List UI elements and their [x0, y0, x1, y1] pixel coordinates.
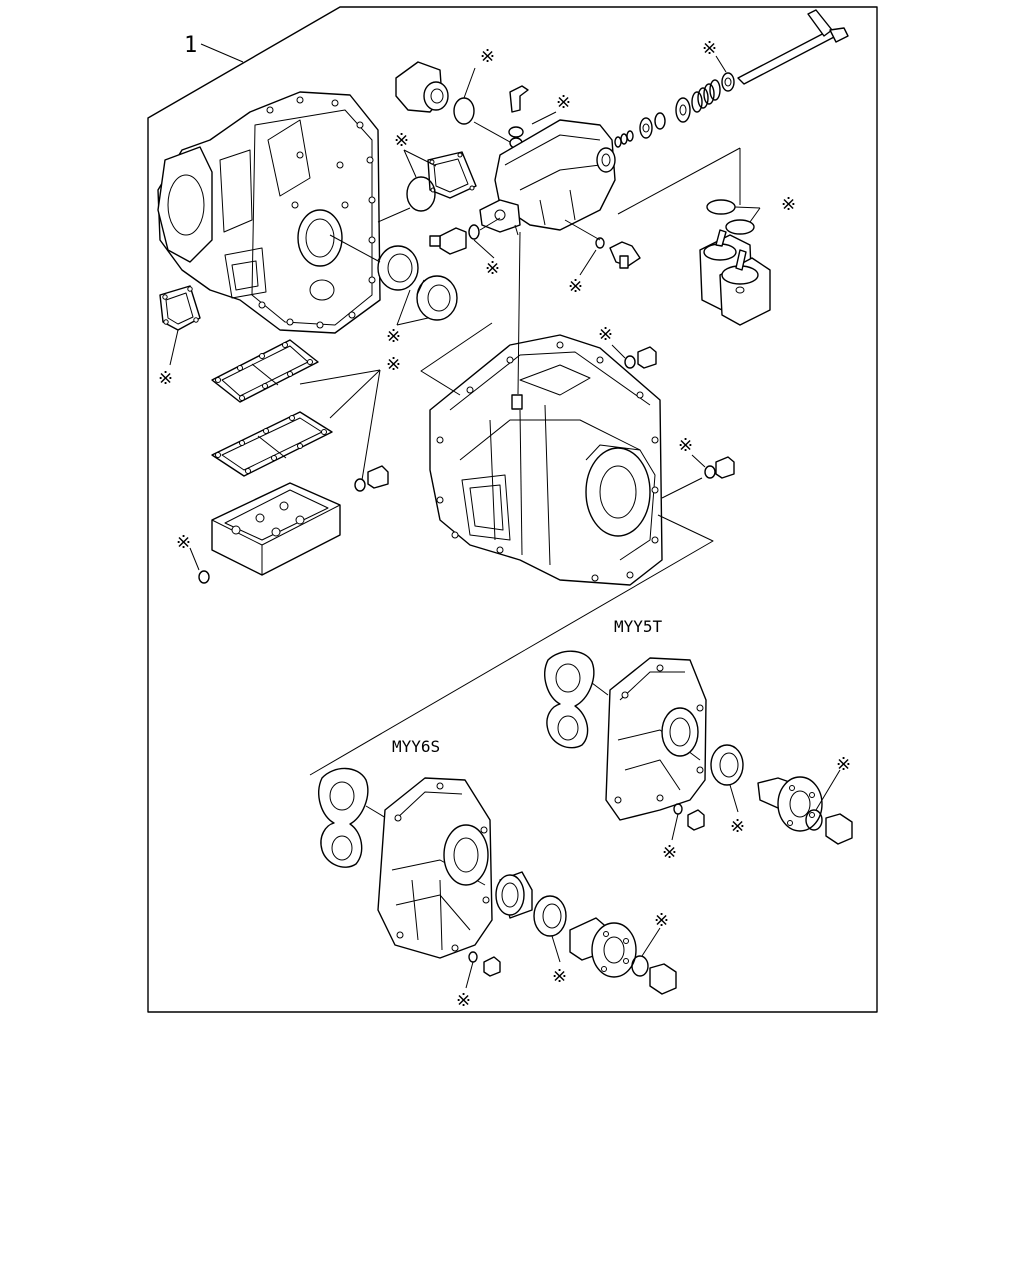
kit-marker-rod-seal: ※ — [702, 38, 717, 59]
shift-rod-assembly: ※ — [614, 9, 849, 148]
kit-marker-myy5t-seal: ※ — [730, 816, 745, 837]
myy5t-rear-cover-gasket — [544, 650, 595, 749]
myy5t-cover-bolt: ※ — [662, 803, 705, 863]
case-upper-plug: ※ — [598, 324, 657, 369]
kit-marker-switch-o-ring: ※ — [480, 46, 495, 67]
kit-marker-gasket-small: ※ — [158, 368, 173, 389]
clutch-housing — [157, 91, 381, 334]
kit-marker-pto-gaskets: ※ — [386, 354, 401, 375]
neutral-switch: ※ — [564, 219, 641, 297]
gasket-1-holes — [215, 342, 313, 401]
input-oil-seal-and-bearing: ※ — [329, 234, 458, 347]
shift-switch-sensor: ※ — [395, 46, 511, 143]
shift-control-housing — [479, 119, 616, 236]
kit-marker-reverse-switch: ※ — [485, 258, 500, 279]
pto-cover-plate: ※ — [176, 482, 341, 584]
myy6s-rear-cover — [377, 777, 493, 959]
myy5t-oil-seal: ※ — [710, 744, 745, 837]
shift-return-spring — [691, 79, 721, 113]
kit-marker-myy5t-bolt: ※ — [662, 842, 677, 863]
kit-marker-pto-plate: ※ — [176, 532, 191, 553]
kit-marker-cylinder-o-rings: ※ — [781, 194, 796, 215]
kit-frame — [147, 6, 878, 1013]
kit-marker-oil-seal: ※ — [386, 326, 401, 347]
myy6s-oil-seal: ※ — [533, 895, 567, 987]
kit-marker-neutral-switch: ※ — [568, 276, 583, 297]
kit-marker-myy6s-seal: ※ — [552, 966, 567, 987]
myy6s-rear-cover-gasket — [318, 767, 369, 868]
cover-gasket-and-o-ring: ※ — [377, 130, 477, 223]
variant-label-myy5t: MYY5T — [614, 617, 663, 636]
myy5t-variant: MYY5T ※ ※ — [309, 617, 853, 863]
breather-plug: ※ — [508, 85, 571, 149]
variant-label-myy6s: MYY6S — [392, 737, 440, 756]
kit-marker-side-plug: ※ — [678, 435, 693, 456]
kit-marker-myy6s-bolt: ※ — [456, 990, 471, 1011]
myy6s-bearing — [495, 871, 533, 919]
myy6s-cover-bolt: ※ — [456, 951, 501, 1011]
myy6s-companion-flange: ※ — [569, 910, 677, 995]
kit-marker-breather: ※ — [556, 92, 571, 113]
callout-number-label: 1 — [184, 33, 197, 58]
kit-marker-cover-gasket: ※ — [394, 130, 409, 151]
gasket-2-holes — [215, 415, 327, 474]
transmission-case — [429, 334, 663, 586]
kit-marker-myy6s-flange: ※ — [654, 910, 669, 931]
myy5t-companion-flange: ※ — [757, 754, 853, 845]
case-side-plug: ※ — [661, 435, 735, 499]
myy5t-rear-cover — [605, 657, 707, 821]
assembly-leader-lines — [420, 231, 714, 651]
pto-cover-gaskets: ※ — [211, 339, 401, 492]
callout-1: 1 — [184, 33, 244, 63]
clutch-housing-bolt-holes — [258, 96, 376, 329]
kit-marker-upper-plug: ※ — [598, 324, 613, 345]
small-cover-gasket: ※ — [158, 285, 201, 389]
reverse-light-switch: ※ — [429, 217, 501, 279]
kit-marker-myy5t-flange: ※ — [836, 754, 851, 775]
myy6s-variant: MYY6S ※ — [318, 737, 677, 1011]
case-bolt-holes — [436, 341, 659, 582]
shift-cylinders: ※ — [617, 147, 796, 326]
